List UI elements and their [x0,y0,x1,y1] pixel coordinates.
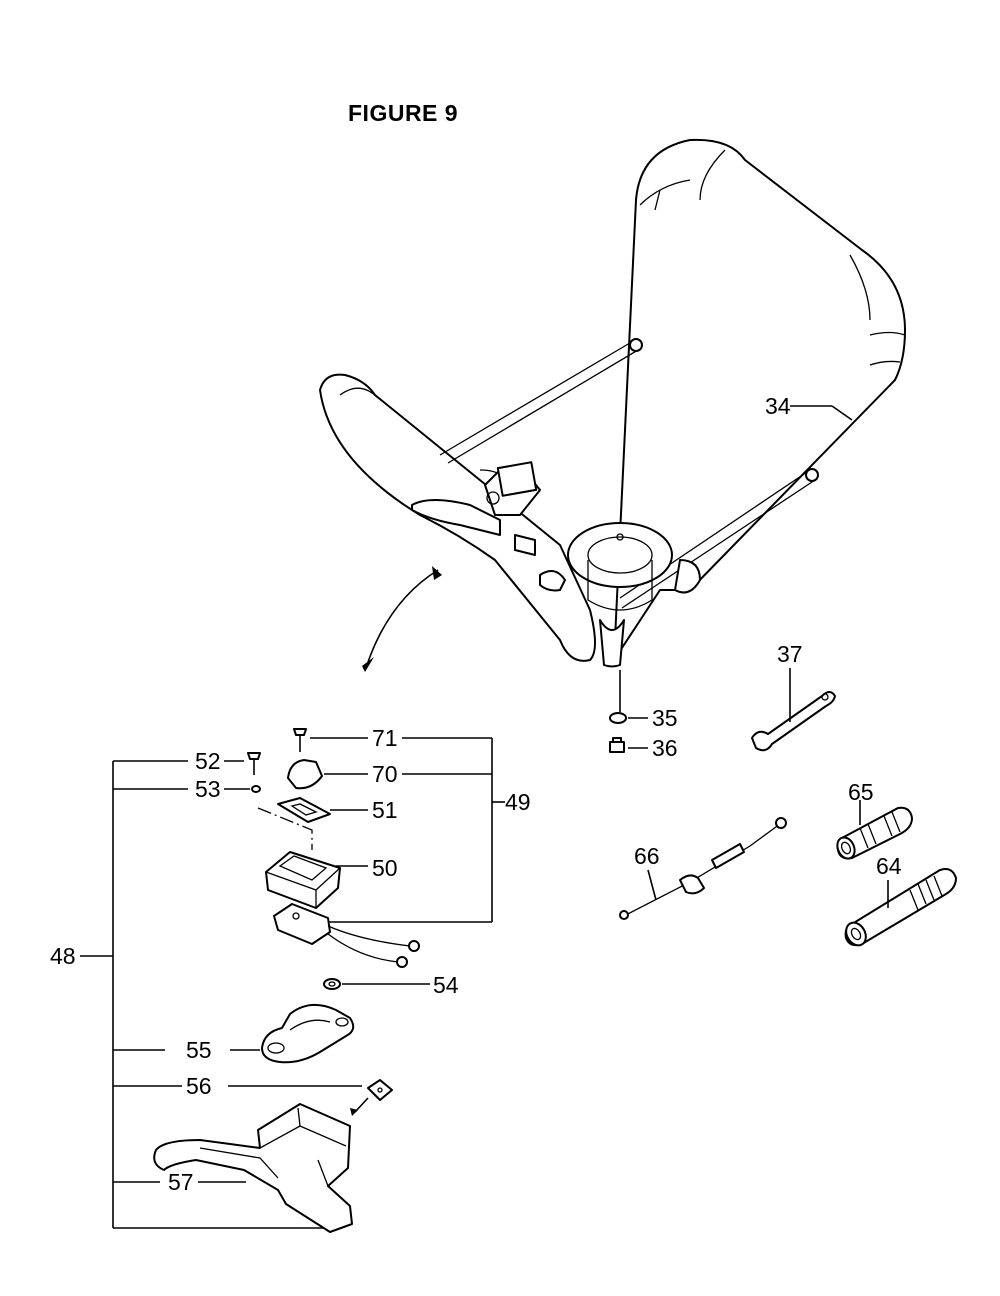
callout-label-52: 52 [195,748,221,774]
screw-71: 71 [293,725,398,752]
callout-label-70: 70 [372,761,398,787]
screw-52: 52 [195,748,261,775]
callout-label-48: 48 [50,943,76,969]
callout-label-53: 53 [195,776,221,802]
stop-switch [273,903,420,968]
washer-54: 54 [323,972,459,998]
screw-36: 36 [609,735,678,761]
callout-label-35: 35 [652,705,678,731]
callout-label-55: 55 [186,1037,212,1063]
callout-label-65: 65 [848,779,874,805]
callout-label-37: 37 [777,641,803,667]
callout-label-36: 36 [652,735,678,761]
callout-label-64: 64 [876,853,902,879]
callout-34: 34 [765,393,853,421]
clamp-55: 55 [186,1003,355,1064]
washer-53: 53 [195,776,313,850]
bracket-49: 49 [328,737,531,923]
callout-label-66: 66 [634,843,660,869]
switch-housing-50: 50 [265,851,398,909]
callout-label-34: 34 [765,393,791,419]
nut-56: 56 [186,1073,393,1116]
plate-51: 51 [277,797,398,823]
throttle-base-57: 57 [153,1103,353,1233]
bracket-48: 48 [50,760,330,1229]
throttle-cable-66: 66 [619,817,787,920]
wrench-37: 37 [751,641,836,752]
callout-label-57: 57 [168,1169,194,1195]
callout-label-51: 51 [372,797,398,823]
assembly-arrow [362,566,442,672]
handle-frame [319,138,906,668]
grip-65: 65 [836,779,913,860]
callout-label-50: 50 [372,855,398,881]
callout-label-54: 54 [433,972,459,998]
callout-label-71: 71 [372,725,398,751]
callout-label-56: 56 [186,1073,212,1099]
switch-cap-70: 70 [287,759,398,790]
callout-label-49: 49 [505,789,531,815]
washer-35: 35 [609,670,678,731]
figure-title: FIGURE 9 [348,100,459,126]
grip-64: 64 [844,853,957,947]
